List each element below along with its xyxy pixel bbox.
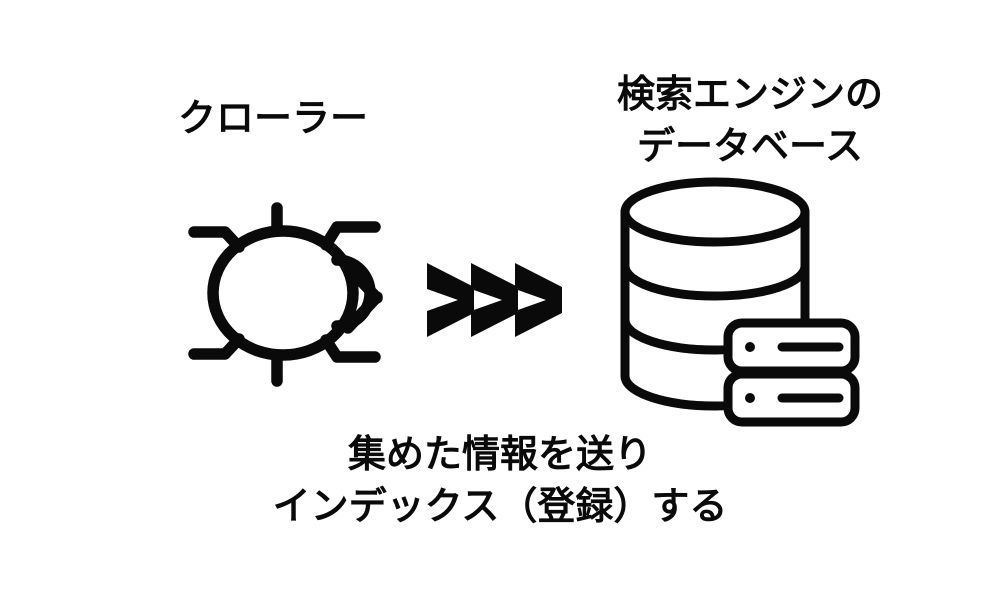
- bug-leg-upper-left-icon: [188, 226, 245, 253]
- bug-icon: [185, 200, 400, 390]
- server-led-lower-icon: [745, 393, 755, 403]
- db-tier-divider-upper-icon: [620, 261, 810, 301]
- chevron-3-icon: [515, 263, 562, 337]
- triple-chevron-right-icon-svg: [427, 263, 562, 337]
- crawler-label: クローラー: [178, 96, 369, 140]
- db-top-disc-icon: [620, 177, 810, 247]
- chevron-2-icon: [471, 263, 518, 337]
- database-label-line-1: 検索エンジンの: [616, 72, 883, 116]
- chevron-1-icon: [427, 263, 474, 337]
- flow-caption: 集めた情報を送り インデックス（登録）する: [180, 428, 820, 532]
- database-label-line-2: データベース: [636, 124, 864, 168]
- bug-body-icon: [207, 225, 359, 361]
- bug-icon-svg: [188, 202, 383, 387]
- flow-caption-line-1: 集めた情報を送り: [347, 432, 652, 476]
- triple-chevron-right-icon: [425, 255, 575, 345]
- bug-leg-lower-left-icon: [188, 333, 245, 360]
- database-stack-icon: [600, 177, 875, 427]
- flow-caption-line-2: インデックス（登録）する: [272, 484, 728, 528]
- database-stack-icon-svg: [620, 177, 860, 427]
- bug-antenna-lower-icon: [342, 291, 383, 334]
- database-label: 検索エンジンの データベース: [600, 68, 900, 172]
- server-details-icon: [745, 342, 755, 403]
- bug-leg-lower-right-icon: [320, 334, 381, 363]
- bug-leg-upper-right-icon: [320, 221, 381, 251]
- server-led-upper-icon: [745, 342, 755, 352]
